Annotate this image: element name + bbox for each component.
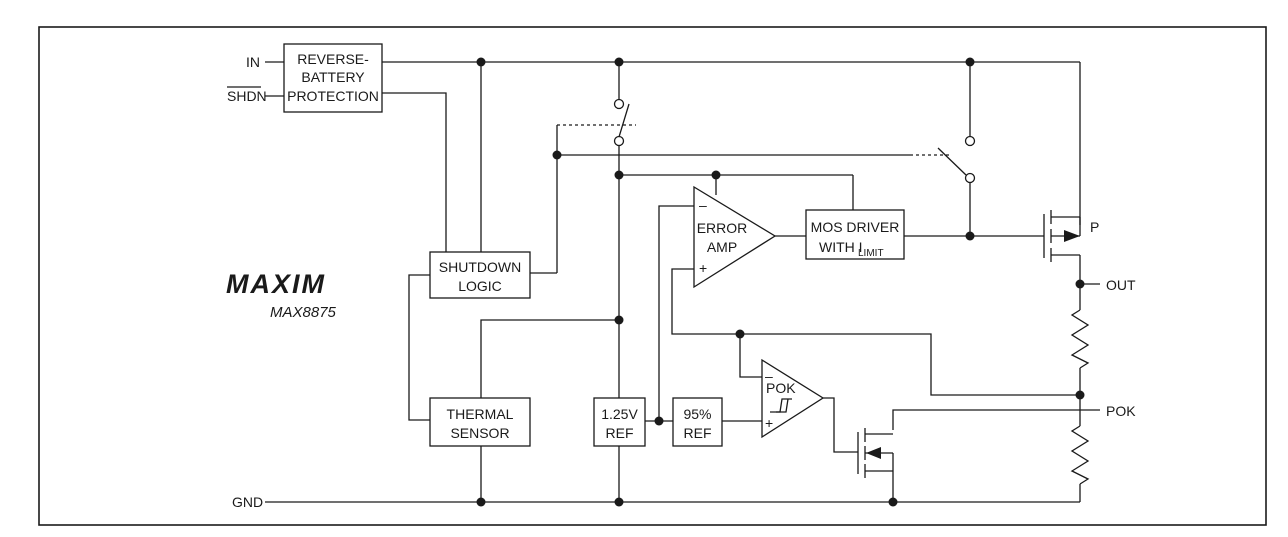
svg-text:REF: REF xyxy=(606,425,634,441)
svg-text:LIMIT: LIMIT xyxy=(858,248,884,259)
ref-1v25-block: 1.25V REF xyxy=(593,397,646,447)
ref-95pct-block: 95% REF xyxy=(672,397,723,447)
svg-text:AMP: AMP xyxy=(707,239,737,255)
thermal-sensor-block: THERMAL SENSOR xyxy=(429,397,531,447)
svg-text:–: – xyxy=(699,197,707,213)
svg-text:POK: POK xyxy=(766,380,796,396)
shutdown-logic-block: SHUTDOWN LOGIC xyxy=(429,251,531,299)
pin-gnd-label: GND xyxy=(232,494,263,510)
svg-text:–: – xyxy=(765,368,773,384)
svg-text:ERROR: ERROR xyxy=(697,220,748,236)
svg-text:BATTERY: BATTERY xyxy=(301,69,365,85)
pok-comparator: – + POK xyxy=(761,358,825,439)
feedback-resistor-bottom xyxy=(1070,425,1090,485)
svg-text:95%: 95% xyxy=(683,406,711,422)
maxim-logo: MAXIM xyxy=(226,269,326,299)
supply-switch-1 xyxy=(557,98,636,147)
p-channel-pass-transistor xyxy=(1043,210,1081,263)
pin-shdn-label: SHDN xyxy=(227,88,267,104)
pass-transistor-label: P xyxy=(1090,219,1099,235)
diagram-frame xyxy=(38,26,1267,526)
svg-text:1.25V: 1.25V xyxy=(601,406,638,422)
svg-text:LOGIC: LOGIC xyxy=(458,278,502,294)
svg-text:+: + xyxy=(765,415,773,431)
supply-switch-2 xyxy=(910,135,976,184)
svg-text:SENSOR: SENSOR xyxy=(450,425,509,441)
reverse-battery-protection-block: REVERSE- BATTERY PROTECTION xyxy=(283,43,383,113)
svg-text:REVERSE-: REVERSE- xyxy=(297,51,369,67)
feedback-resistor-top xyxy=(1070,309,1090,369)
part-number: MAX8875 xyxy=(270,304,337,321)
n-channel-pok-transistor xyxy=(857,428,894,478)
svg-text:THERMAL: THERMAL xyxy=(447,406,514,422)
svg-text:PROTECTION: PROTECTION xyxy=(287,88,379,104)
wires xyxy=(265,61,1100,503)
mos-driver-block: MOS DRIVER WITH I LIMIT xyxy=(805,209,905,260)
pin-pok-label: POK xyxy=(1106,403,1136,419)
error-amplifier: – + ERROR AMP xyxy=(693,185,777,289)
pin-in-label: IN xyxy=(246,54,260,70)
junction-dots xyxy=(476,57,1085,507)
svg-text:+: + xyxy=(699,260,707,276)
svg-text:REF: REF xyxy=(684,425,712,441)
pin-out-label: OUT xyxy=(1106,277,1136,293)
svg-text:SHUTDOWN: SHUTDOWN xyxy=(439,259,521,275)
svg-text:MOS DRIVER: MOS DRIVER xyxy=(811,219,900,235)
svg-text:WITH I: WITH I xyxy=(819,239,863,255)
